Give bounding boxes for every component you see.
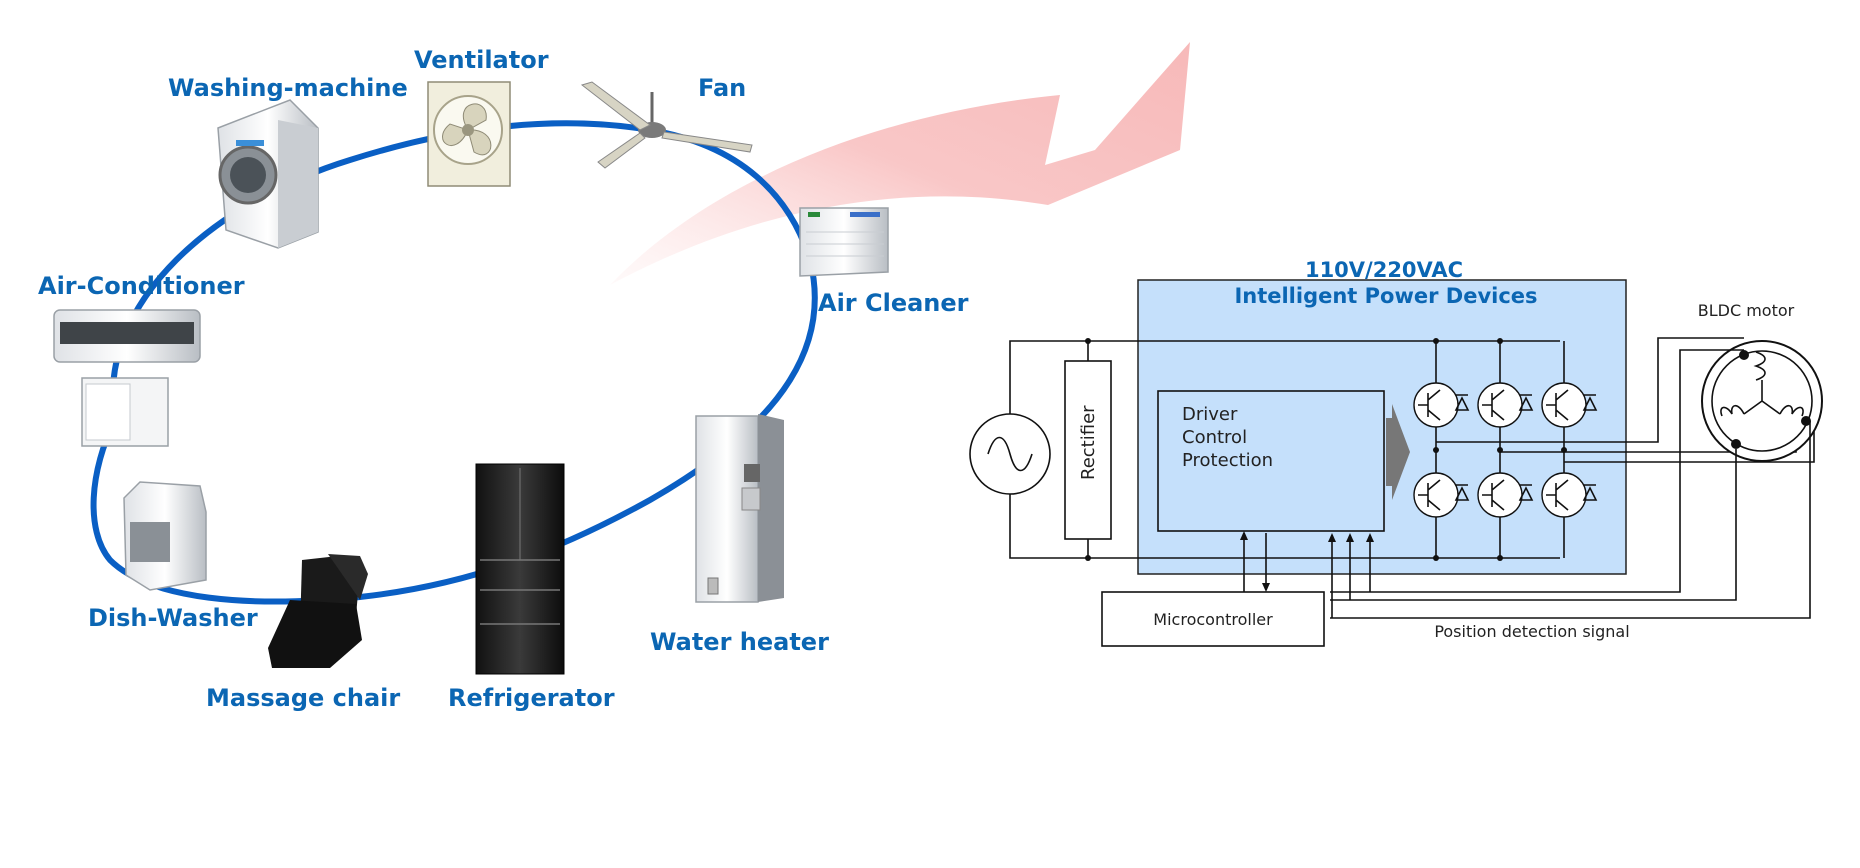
water-heater-icon — [695, 414, 784, 603]
washing-machine-icon — [217, 99, 319, 249]
microcontroller-label: Microcontroller — [1153, 610, 1273, 629]
fan-label: Fan — [698, 74, 746, 102]
air-conditioner-icon — [53, 309, 201, 447]
voltage-label: 110V/220VAC — [1305, 258, 1463, 282]
air-cleaner-icon — [799, 207, 889, 277]
ceiling-fan-icon — [580, 81, 753, 169]
control-label: Control — [1182, 427, 1247, 448]
bldc-motor-label: BLDC motor — [1698, 301, 1795, 320]
air-conditioner-label: Air-Conditioner — [38, 272, 245, 300]
massage-chair-label: Massage chair — [206, 684, 400, 712]
refrigerator-label: Refrigerator — [448, 684, 615, 712]
rectifier-label: Rectifier — [1078, 405, 1099, 480]
inverter-bridge — [1413, 338, 1598, 561]
appliance-ring — [90, 120, 818, 605]
rectifier-box — [1064, 360, 1112, 540]
ipd-circuit: 110V/220VAC Intelligent Power Devices Re… — [969, 258, 1823, 647]
dish-washer-icon — [123, 481, 207, 591]
water-heater-label: Water heater — [650, 628, 829, 656]
microcontroller-box — [1101, 591, 1325, 647]
drive-arrow — [1386, 404, 1410, 500]
massage-chair-icon — [268, 554, 368, 668]
dish-washer-label: Dish-Washer — [88, 604, 258, 632]
bldc-motor-icon — [1701, 340, 1823, 462]
application-arrow — [610, 42, 1190, 285]
ipd-title: Intelligent Power Devices — [1234, 284, 1537, 308]
air-cleaner-label: Air Cleaner — [818, 289, 969, 317]
position-signal-label: Position detection signal — [1434, 622, 1629, 641]
ventilator-icon — [427, 81, 511, 187]
protection-label: Protection — [1182, 450, 1273, 471]
driver-box — [1157, 390, 1385, 532]
washing-machine-label: Washing-machine — [168, 74, 408, 102]
ventilator-label: Ventilator — [414, 46, 549, 74]
driver-label: Driver — [1182, 404, 1238, 425]
refrigerator-icon — [475, 463, 565, 675]
